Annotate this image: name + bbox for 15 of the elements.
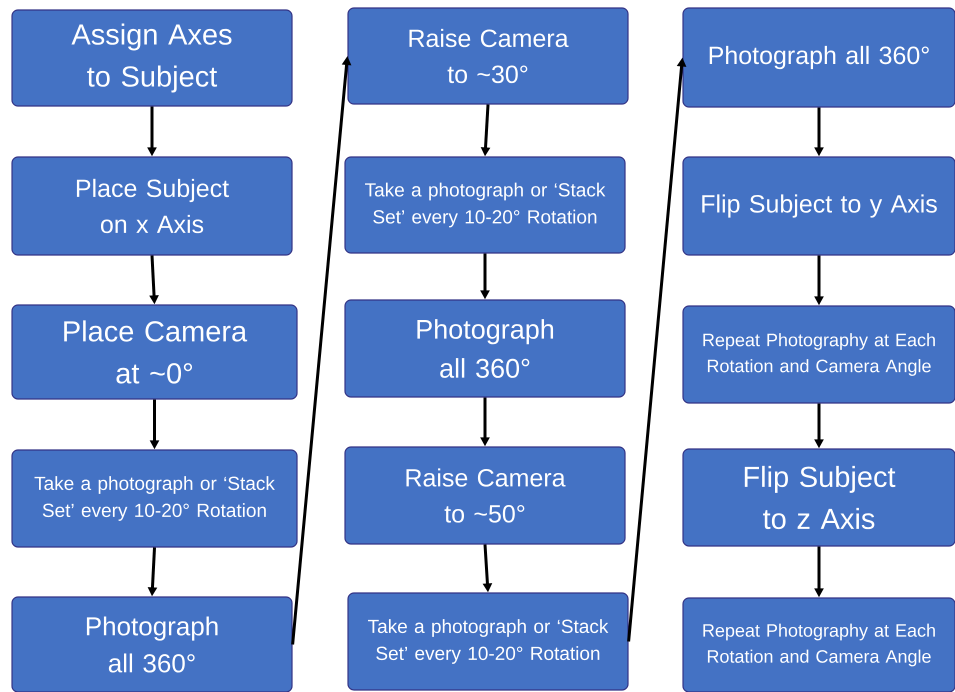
process-box: Place Camera at ~0° [11, 304, 298, 400]
process-box: Raise Camera to ~50° [344, 446, 626, 545]
process-box: Flip Subject to z Axis [682, 448, 955, 547]
process-box: Flip Subject to y Axis [682, 156, 955, 256]
process-box: Take a photograph or ‘Stack Set’ every 10-20° Rotation [11, 449, 298, 548]
process-box: Take a photograph or ‘Stack Set’ every 10-20° Rotation [347, 592, 629, 691]
process-box: Place Subject on x Axis [11, 156, 293, 256]
process-box: Assign Axes to Subject [11, 9, 293, 107]
process-box: Repeat Photography at Each Rotation and Camera Angle [682, 305, 955, 404]
process-box: Raise Camera to ~30° [347, 7, 629, 105]
process-box: Photograph all 360° [682, 7, 955, 108]
process-box: Photograph all 360° [344, 299, 626, 398]
process-box: Repeat Photography at Each Rotation and Camera Angle [682, 597, 955, 692]
process-box: Photograph all 360° [11, 596, 293, 692]
process-box: Take a photograph or ‘Stack Set’ every 10-20° Rotation [344, 156, 626, 254]
